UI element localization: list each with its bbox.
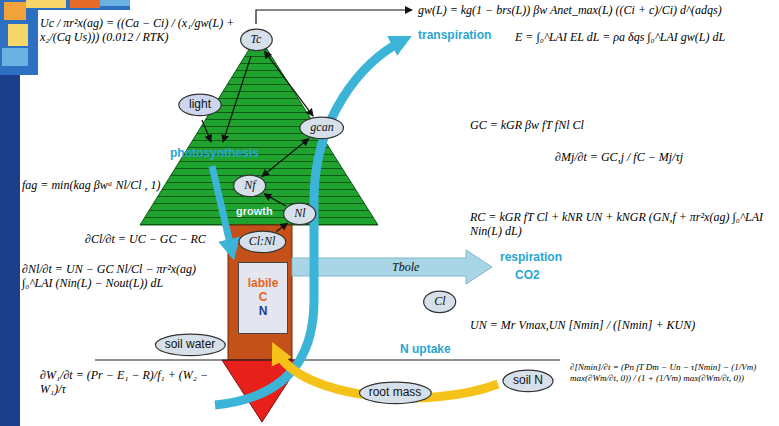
process-label: respiration — [500, 250, 562, 264]
oval-shape — [503, 370, 553, 391]
equation: gw(L) = kg(1 − brs(L)) βw Anet_max(L) ((… — [418, 3, 773, 17]
node-text: Nl — [294, 207, 305, 221]
equation: GC = kGR βw fT fNl Cl — [470, 118, 670, 132]
node-text: soil water — [165, 338, 216, 352]
oval-shape — [234, 175, 266, 196]
process-label: Tbole — [392, 260, 419, 274]
map-fragment — [0, 0, 130, 426]
state-oval: Cl — [423, 290, 456, 314]
leader-line — [202, 120, 211, 142]
node-text: Nf — [244, 179, 255, 193]
tree-crown — [140, 35, 378, 225]
oval-shape — [359, 382, 431, 403]
node-text: soil N — [513, 374, 543, 388]
equation: fag = min(kag βwᵃ Nl/Cl , 1) — [22, 178, 187, 192]
node-text: Cl:Nl — [249, 235, 276, 249]
process-label: CO2 — [515, 268, 540, 282]
leader-line — [256, 10, 412, 24]
process-label: growth — [236, 205, 273, 218]
equation: ∂Cl/∂t = UC − GC − RC — [85, 232, 215, 246]
connector-arrow — [264, 194, 286, 206]
state-oval: light — [178, 93, 222, 117]
oval-shape — [284, 203, 316, 224]
state-oval: Tc — [240, 28, 273, 52]
oval-shape — [179, 94, 221, 115]
labile-pool-box: labileCN — [238, 262, 288, 334]
state-oval: gcan — [299, 116, 344, 140]
oval-shape — [240, 29, 272, 50]
connector-arrow — [262, 139, 309, 177]
process-label: N uptake — [400, 342, 451, 356]
equation: ∂W₁/∂t = (Pr − E₁ − R)/f₁ + (W₂ − W₁)/τ — [40, 368, 218, 397]
equation: UN = Mr Vmax,UN [Nmin] / ([Nmin] + KUN) — [470, 318, 770, 332]
process-label: photosynthesis — [170, 146, 259, 160]
oval-shape — [239, 231, 286, 252]
tree-trunk — [228, 225, 292, 360]
node-text: light — [189, 98, 211, 112]
state-oval: soil water — [154, 333, 227, 357]
connector-arrow — [276, 223, 287, 231]
ground-line — [95, 359, 560, 360]
node-text: Cl — [434, 295, 445, 309]
node-text: N — [259, 305, 268, 319]
oval-shape — [424, 291, 456, 312]
state-oval: soil N — [502, 369, 554, 393]
equation: Uc / πr²x(ag) = ((Ca − Ci) / (x₁/gw(L) +… — [40, 16, 235, 45]
equation: E = ∫₀^LAI EL dL = ρa δqs ∫₀^LAI gw(L) d… — [515, 30, 773, 44]
node-text: labile — [248, 277, 279, 291]
leader-line — [223, 56, 251, 142]
state-oval: Nl — [283, 202, 316, 226]
state-oval: root mass — [358, 381, 433, 405]
node-text: gcan — [310, 121, 333, 135]
process-label: transpiration — [418, 28, 491, 42]
equation: ∂Mj/∂t = GC,j / fC − Mj/τj — [555, 150, 755, 164]
connector-arrow — [264, 51, 313, 116]
equation: ∂Nl/∂t = UN − GC Nl/Cl − πr²x(ag) ∫₀^LAI… — [22, 262, 217, 291]
equation: ∂[Nmin]/∂t = (Pn fT Dm − Un − τ[Nmin] − … — [570, 362, 770, 384]
state-oval: Cl:Nl — [238, 230, 287, 254]
node-text: C — [259, 291, 268, 305]
oval-shape — [300, 117, 344, 138]
node-text: root mass — [369, 386, 422, 400]
node-text: Tc — [251, 33, 262, 47]
transpiration-arrow — [215, 40, 404, 405]
oval-shape — [155, 334, 225, 355]
state-oval: Nf — [233, 174, 266, 198]
equation: RC = kGR fT Cl + kNR UN + kNGR (GN,f + π… — [470, 210, 770, 239]
photosynthesis-arrow — [212, 166, 232, 252]
respiration-arrow — [292, 250, 492, 284]
